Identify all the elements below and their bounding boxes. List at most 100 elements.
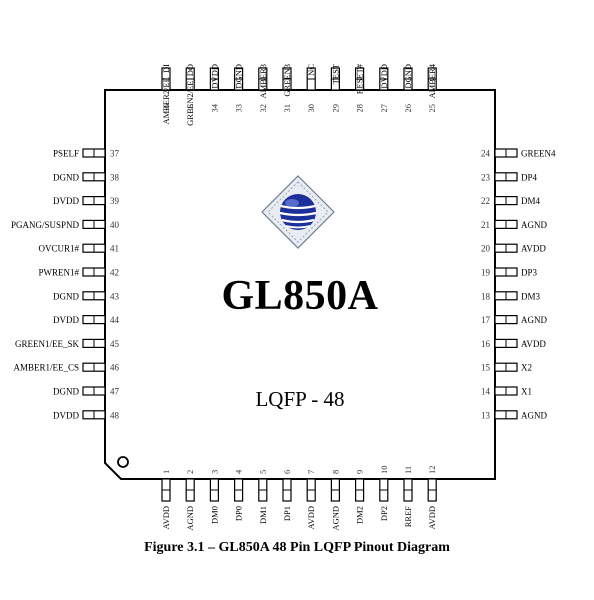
pin-43: DGND 43 [53, 291, 120, 301]
pin-number: 13 [481, 410, 491, 420]
pin-name: DM0 [209, 506, 219, 524]
pin-number: 43 [110, 291, 120, 301]
pin-number: 15 [481, 363, 491, 373]
pin-number: 27 [379, 104, 389, 113]
pin-name: DP3 [521, 268, 538, 278]
pin-number: 36 [161, 104, 171, 113]
pin-18: 18 DM3 [481, 291, 541, 301]
pin-name: DVDD [379, 64, 389, 89]
pin-number: 4 [234, 469, 244, 474]
pin-15: 15 X2 [481, 362, 532, 373]
pin-name: DGND [53, 291, 79, 301]
pin-number: 45 [110, 339, 120, 349]
pin-number: 12 [427, 466, 437, 475]
pin-name: PGANG/SUSPND [11, 220, 80, 230]
pin-number: 18 [481, 291, 491, 301]
pin-40: PGANG/SUSPND 40 [11, 219, 120, 230]
pin-number: 35 [185, 104, 195, 113]
pin-25: AMBER4 25 [427, 63, 437, 112]
pin-name: AGND [521, 315, 547, 325]
pin-38: DGND 38 [53, 172, 120, 182]
pin-number: 24 [481, 149, 491, 159]
pin-number: 31 [282, 104, 292, 113]
pin-name: DVDD [53, 410, 79, 420]
pin-number: 41 [110, 244, 119, 254]
pin-name: DVDD [53, 315, 79, 325]
pin-name: RESET# [355, 63, 365, 94]
pin-number: 37 [110, 149, 120, 159]
pin-name: AVDD [521, 244, 546, 254]
pin-number: 34 [209, 103, 219, 112]
pin-17: 17 AGND [481, 315, 547, 325]
pin-name: DVDD [53, 196, 79, 206]
pin-number: 29 [330, 104, 340, 113]
pin-number: 46 [110, 363, 120, 373]
pin-name: PSELF [53, 149, 79, 159]
pin-number: 40 [110, 220, 120, 230]
pin-number: 17 [481, 315, 491, 325]
pin-name: AGND [521, 220, 547, 230]
pin-name: DGND [53, 172, 79, 182]
pin-number: 30 [306, 104, 316, 113]
pin-48: DVDD 48 [53, 410, 120, 420]
pin-name: AMBER2/EE_DI [161, 64, 171, 125]
pin-name: DP2 [379, 506, 389, 521]
pin-number: 1 [161, 470, 171, 474]
pin-number: 16 [481, 339, 491, 349]
pin-name: DVDD [209, 64, 219, 89]
pin-46: AMBER1/EE_CS 46 [13, 362, 120, 373]
pin-name: GREEN3 [282, 64, 292, 97]
pin-name: GREEN1/EE_SK [15, 339, 79, 349]
pin-number: 39 [110, 196, 120, 206]
pin-name: AVDD [161, 506, 171, 529]
pin-number: 32 [258, 104, 268, 113]
pin-number: 3 [209, 470, 219, 474]
chip-part-name: GL850A [221, 273, 379, 319]
pin-number: 25 [427, 104, 437, 113]
pin-name: NC [306, 64, 316, 76]
pin-name: X1 [521, 387, 532, 397]
pin-number: 2 [185, 470, 195, 474]
pin-number: 28 [355, 104, 365, 113]
pin-name: DGND [53, 387, 79, 397]
pin-28: RESET# 28 [355, 63, 365, 112]
pin-name: DM3 [521, 291, 541, 301]
package-type: LQFP - 48 [255, 387, 345, 411]
pin-30: NC 30 [306, 64, 316, 113]
pin-name: AMBER4 [427, 63, 437, 98]
pin-34: DVDD 34 [209, 64, 219, 113]
pin-number: 48 [110, 410, 120, 420]
pin-number: 38 [110, 172, 120, 182]
pin-name: DM4 [521, 196, 541, 206]
pin-name: AGND [185, 506, 195, 531]
pin-name: AVDD [521, 339, 546, 349]
pin-number: 11 [403, 466, 413, 474]
pin-number: 33 [234, 104, 244, 113]
pin-name: AMBER1/EE_CS [13, 363, 79, 373]
figure-caption: Figure 3.1 – GL850A 48 Pin LQFP Pinout D… [144, 540, 450, 555]
pin-39: DVDD 39 [53, 196, 120, 206]
pin-name: X2 [521, 363, 532, 373]
bottom-pins: 1AVDD2AGND3DM04DP05DM16DP17AVDD8AGND9DM2… [161, 466, 437, 531]
